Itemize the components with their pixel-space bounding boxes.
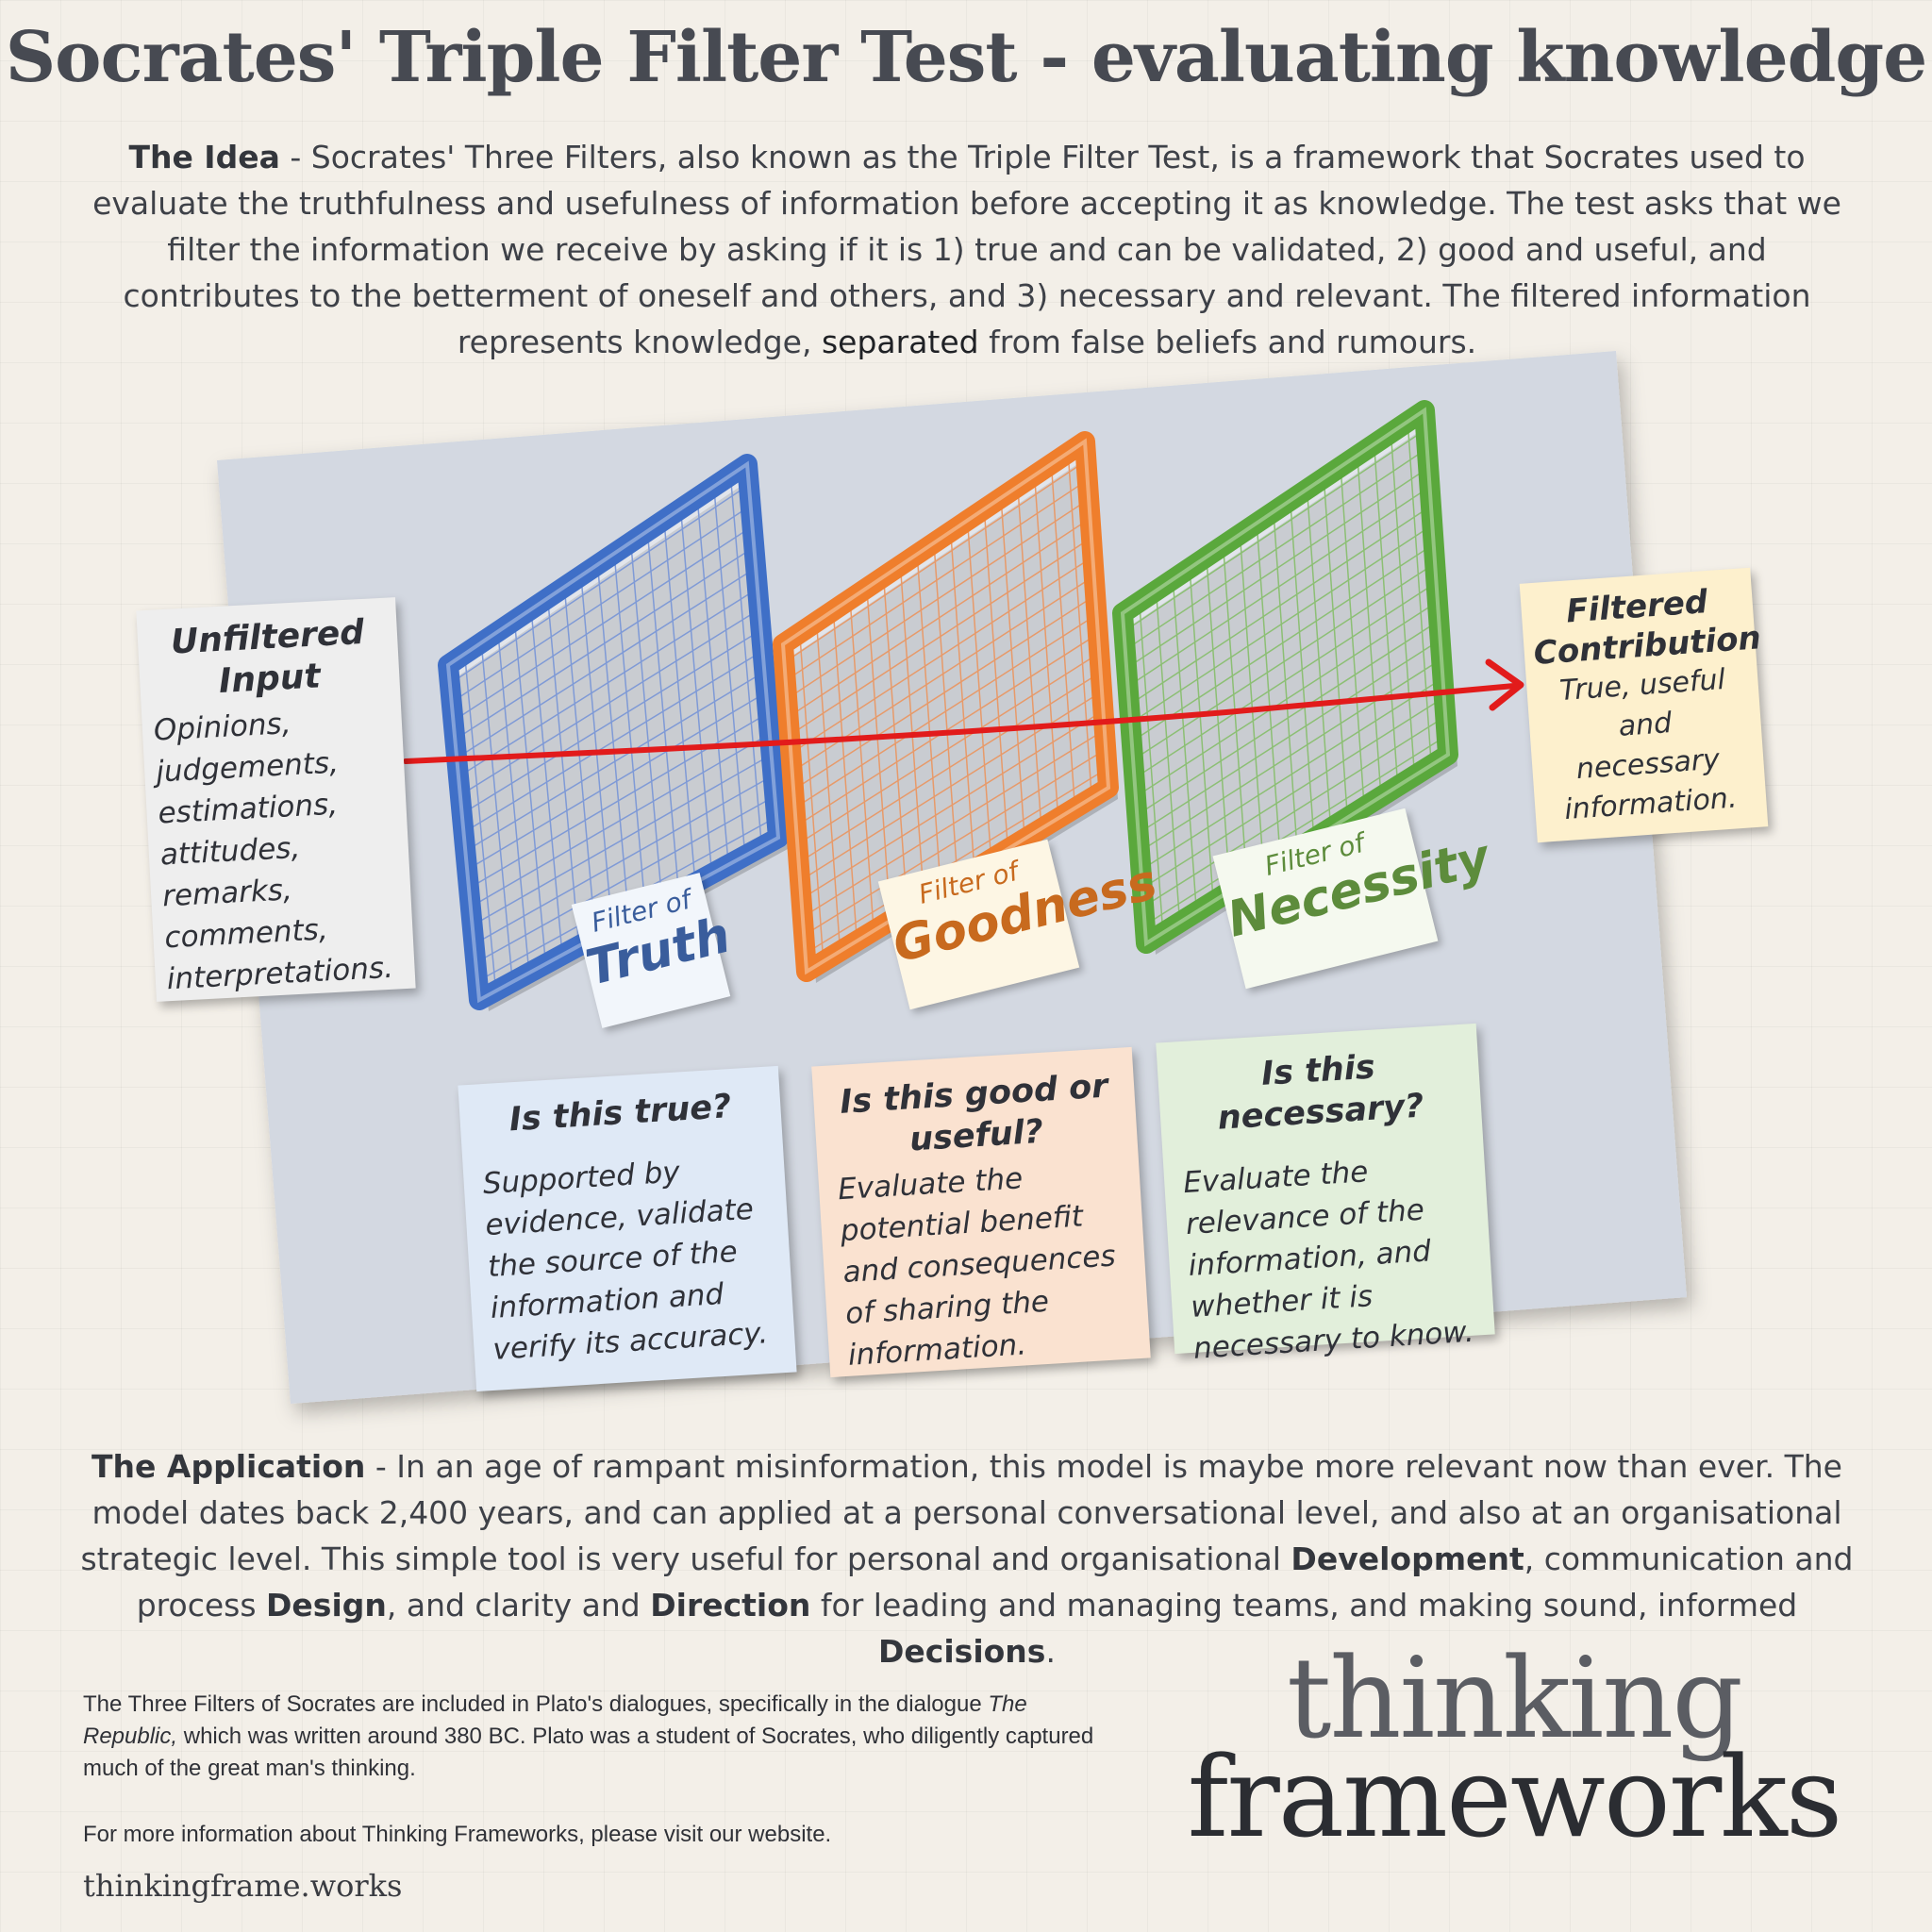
filter-frame-border xyxy=(1112,400,1458,954)
filter-frame-goodness xyxy=(773,431,1119,983)
unfiltered-input-note: Unfiltered Input Opinions, judgements, e… xyxy=(136,597,416,1002)
filter-grid-line xyxy=(456,567,757,759)
filter-grid-line xyxy=(459,608,760,796)
question-text: Is this necessary? xyxy=(1216,1048,1425,1138)
question-answer: Evaluate the relevance of the informatio… xyxy=(1182,1155,1475,1366)
filter-grid-line xyxy=(466,691,767,871)
filter-grid-line xyxy=(803,748,1107,937)
filter-grid-line xyxy=(475,795,775,964)
question-note-necessity: Is this necessary? Evaluate the relevanc… xyxy=(1156,1023,1495,1366)
question-answer: Supported by evidence, validate the sour… xyxy=(481,1155,770,1367)
filter-grid-line xyxy=(474,774,774,945)
filter-grid-line xyxy=(798,672,1102,863)
keyword-design: Design xyxy=(266,1587,387,1624)
filter-frame-necessity xyxy=(1112,400,1458,955)
idea-lead: The Idea xyxy=(128,139,280,175)
filter-grid-line xyxy=(1127,486,1430,688)
filter-grid-line xyxy=(786,498,1090,700)
filter-mesh xyxy=(448,464,778,1000)
filter-grid-line xyxy=(1128,505,1432,706)
filter-grid-line xyxy=(1136,620,1440,816)
question-text: Is this good or useful? xyxy=(839,1067,1109,1159)
filter-grid-line xyxy=(785,479,1089,682)
filter-grid-line xyxy=(454,546,755,741)
reference-note: The Three Filters of Socrates are includ… xyxy=(83,1689,1121,1785)
filter-grid-line xyxy=(468,712,769,890)
application-text: for leading and managing teams, and maki… xyxy=(810,1587,1798,1624)
filter-grid-line xyxy=(1134,581,1437,779)
filter-frame-border xyxy=(438,454,789,1010)
filter-frame-highlight xyxy=(780,438,1111,975)
filter-grid-line xyxy=(1138,639,1441,834)
question-answer: Evaluate the potential benefit and conse… xyxy=(837,1161,1117,1373)
idea-text-b: from false beliefs and rumours. xyxy=(978,324,1477,360)
reference-text: which was written around 380 BC. Plato w… xyxy=(83,1724,1094,1781)
filter-grid-line xyxy=(470,733,771,908)
filter-grid-line xyxy=(461,629,762,815)
filter-shadow xyxy=(792,453,1118,983)
keyword-decisions: Decisions xyxy=(878,1633,1046,1670)
filter-frame-highlight xyxy=(1120,407,1451,947)
filter-frame-border xyxy=(773,431,1119,982)
filtered-contribution-note: Filtered Contribution True, useful and n… xyxy=(1519,567,1769,843)
filter-grid-line xyxy=(1135,601,1439,798)
filter-grid-line xyxy=(1139,658,1442,853)
thinking-frameworks-logo: thinking frameworks xyxy=(1156,1637,1873,1873)
idea-paragraph: The Idea - Socrates' Three Filters, also… xyxy=(85,134,1849,365)
filter-grid-line xyxy=(463,650,763,834)
page-title: Socrates' Triple Filter Test - evaluatin… xyxy=(5,17,1928,98)
application-text: , and clarity and xyxy=(386,1587,651,1624)
filter-frame-highlight xyxy=(445,460,781,1004)
filter-grid-line xyxy=(1123,428,1426,633)
filter-grid-line xyxy=(458,588,758,777)
filter-grid-line xyxy=(449,484,750,685)
logo-line-2: frameworks xyxy=(1187,1732,1843,1862)
filter-frame-truth xyxy=(438,454,789,1011)
flow-arrow xyxy=(403,658,1524,764)
flow-arrow-line xyxy=(403,683,1517,764)
filter-grid-line xyxy=(1124,447,1428,651)
filter-grid-line xyxy=(801,709,1104,900)
filter-grid-line xyxy=(472,754,773,926)
filter-grid-line xyxy=(1131,543,1435,742)
filter-grid-line xyxy=(802,729,1106,918)
question-note-truth: Is this true? Supported by evidence, val… xyxy=(458,1065,797,1392)
idea-text-a: - Socrates' Three Filters, also known as… xyxy=(92,139,1841,360)
filter-grid-line xyxy=(783,459,1087,663)
filter-grid-line xyxy=(464,671,765,852)
filter-grid-line xyxy=(453,525,753,722)
question-note-goodness: Is this good or useful? Evaluate the pot… xyxy=(811,1046,1151,1378)
application-text: , communication and process xyxy=(136,1541,1854,1624)
filter-grid-line xyxy=(1132,562,1436,761)
application-text: - In an age of rampant misinformation, t… xyxy=(80,1448,1842,1577)
website-link[interactable]: thinkingframe.works xyxy=(83,1868,403,1904)
idea-highlight: separated xyxy=(821,324,979,360)
reference-text: The Three Filters of Socrates are includ… xyxy=(83,1691,989,1717)
filter-grid-line xyxy=(788,517,1091,718)
flow-arrow-head xyxy=(1485,658,1524,711)
filter-grid-line xyxy=(790,556,1093,755)
filter-grid-line xyxy=(1141,696,1445,890)
website-prompt: For more information about Thinking Fram… xyxy=(83,1822,832,1847)
filter-grid-line xyxy=(794,613,1097,809)
question-text: Is this true? xyxy=(508,1088,733,1140)
filter-shadow xyxy=(1132,422,1457,955)
logo-line-1: thinking xyxy=(1287,1633,1743,1763)
filter-grid-line xyxy=(796,652,1100,845)
application-lead: The Application xyxy=(92,1448,366,1485)
filter-grid-line xyxy=(1125,467,1429,669)
application-paragraph: The Application - In an age of rampant m… xyxy=(75,1443,1858,1674)
filter-grid-line xyxy=(789,537,1092,737)
filter-grid-line xyxy=(792,594,1096,791)
application-text: . xyxy=(1045,1633,1056,1670)
keyword-direction: Direction xyxy=(650,1587,811,1624)
reference-book-title: The Republic, xyxy=(83,1691,1027,1749)
keyword-development: Development xyxy=(1291,1541,1524,1577)
filter-grid-line xyxy=(451,505,752,704)
filter-grid-line xyxy=(1144,735,1448,926)
filter-grid-line xyxy=(1141,677,1443,871)
filter-grid-line xyxy=(1129,525,1433,724)
filter-grid-line xyxy=(1142,715,1446,908)
